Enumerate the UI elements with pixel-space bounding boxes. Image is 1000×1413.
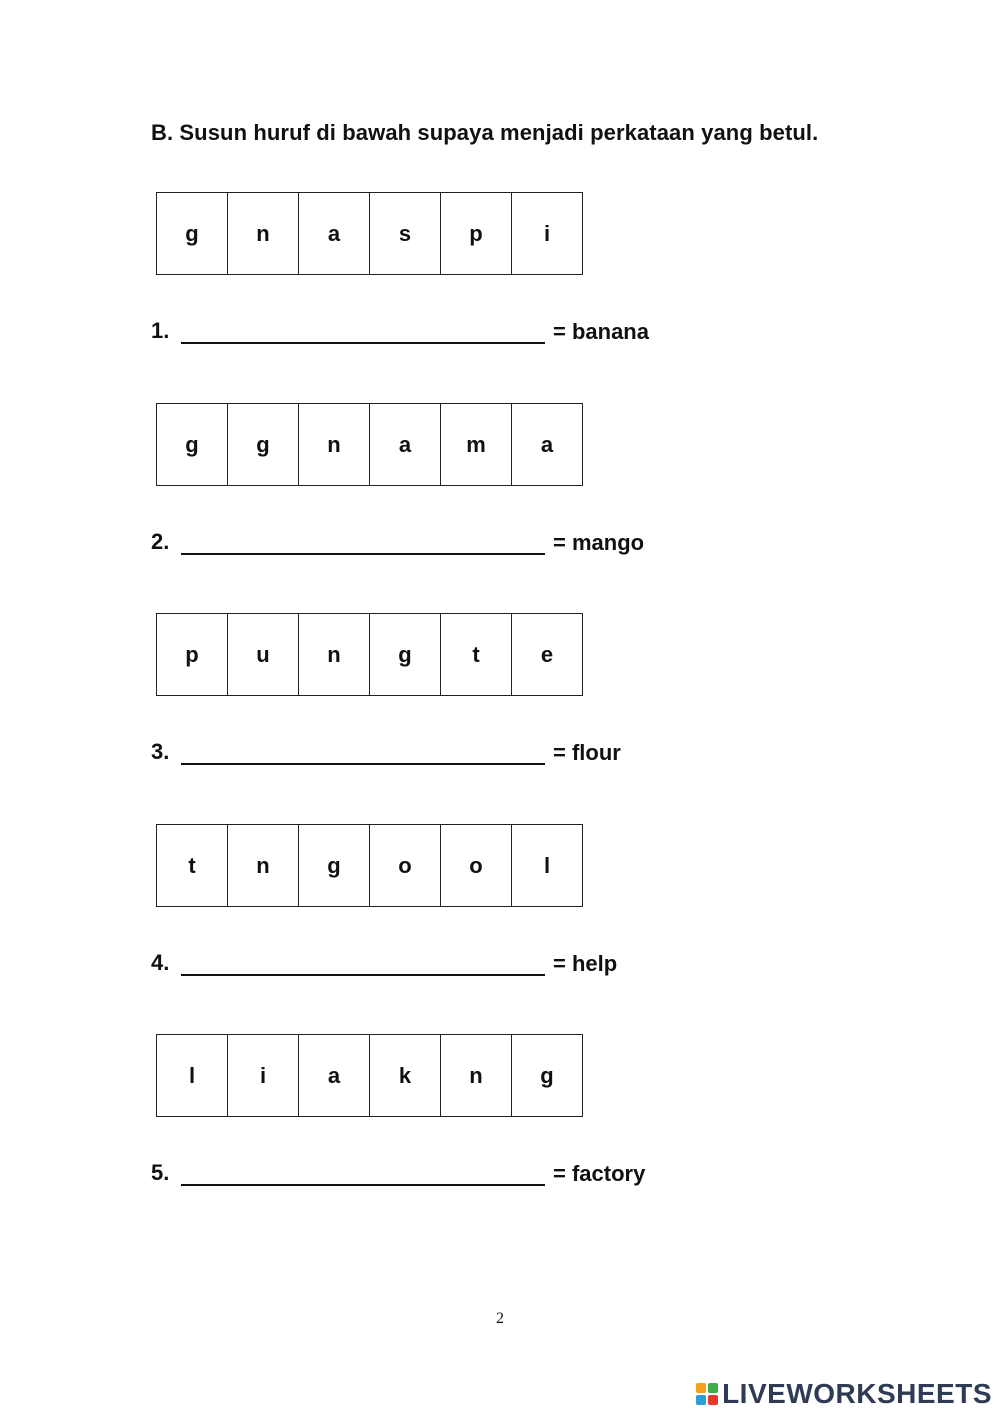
question-number: 1.: [151, 318, 170, 343]
letter-tile: g: [512, 1035, 583, 1117]
answer-row-4: 4. = help: [151, 950, 617, 976]
word-meaning: = mango: [553, 530, 645, 555]
answer-input-1[interactable]: [181, 318, 545, 344]
letter-tile: g: [370, 614, 441, 696]
question-number: 5.: [151, 1160, 170, 1185]
logo-square: [708, 1383, 719, 1393]
letter-tile: a: [299, 1035, 370, 1117]
letter-tile: i: [228, 1035, 299, 1117]
letter-tile: g: [157, 193, 228, 275]
answer-row-5: 5. = factory: [151, 1160, 645, 1186]
letter-tile: l: [157, 1035, 228, 1117]
letter-tile: n: [228, 825, 299, 907]
letter-tile: m: [441, 404, 512, 486]
word-meaning: = help: [553, 951, 618, 976]
question-number: 4.: [151, 950, 170, 975]
letter-tile: t: [157, 825, 228, 907]
letter-tile: p: [441, 193, 512, 275]
answer-input-5[interactable]: [181, 1160, 545, 1186]
word-meaning: = flour: [553, 740, 621, 765]
letter-tile: l: [512, 825, 583, 907]
word-meaning: = factory: [553, 1161, 646, 1186]
letter-tile: n: [441, 1035, 512, 1117]
logo-square: [696, 1383, 707, 1393]
brand-name: LIVEWORKSHEETS: [722, 1378, 992, 1409]
letter-grid-5: l i a k n g: [156, 1034, 583, 1117]
letter-tile: g: [228, 404, 299, 486]
logo-square: [696, 1395, 707, 1405]
letter-tile: o: [370, 825, 441, 907]
question-number: 3.: [151, 739, 170, 764]
letter-tile: a: [512, 404, 583, 486]
answer-row-3: 3. = flour: [151, 739, 621, 765]
answer-input-3[interactable]: [181, 739, 545, 765]
letter-tile: g: [157, 404, 228, 486]
answer-row-2: 2. = mango: [151, 529, 644, 555]
letter-tile: g: [299, 825, 370, 907]
letter-tile: n: [299, 614, 370, 696]
letter-tile: e: [512, 614, 583, 696]
letter-tile: s: [370, 193, 441, 275]
letter-tile: p: [157, 614, 228, 696]
page-number: 2: [496, 1310, 504, 1327]
answer-row-1: 1. = banana: [151, 318, 649, 344]
letter-tile: a: [370, 404, 441, 486]
letter-tile: i: [512, 193, 583, 275]
liveworksheets-logo-icon: [696, 1383, 719, 1405]
letter-tile: u: [228, 614, 299, 696]
letter-grid-4: t n g o o l: [156, 824, 583, 907]
letter-tile: a: [299, 193, 370, 275]
answer-input-2[interactable]: [181, 529, 545, 555]
instruction-heading: B. Susun huruf di bawah supaya menjadi p…: [151, 120, 819, 145]
letter-tile: t: [441, 614, 512, 696]
question-number: 2.: [151, 529, 170, 554]
liveworksheets-brand: LIVEWORKSHEETS: [696, 1378, 992, 1410]
letter-tile: k: [370, 1035, 441, 1117]
letter-grid-1: g n a s p i: [156, 192, 583, 275]
answer-input-4[interactable]: [181, 950, 545, 976]
letter-grid-3: p u n g t e: [156, 613, 583, 696]
word-meaning: = banana: [553, 319, 649, 344]
letter-tile: n: [299, 404, 370, 486]
letter-tile: n: [228, 193, 299, 275]
letter-tile: o: [441, 825, 512, 907]
logo-square: [708, 1395, 719, 1405]
letter-grid-2: g g n a m a: [156, 403, 583, 486]
